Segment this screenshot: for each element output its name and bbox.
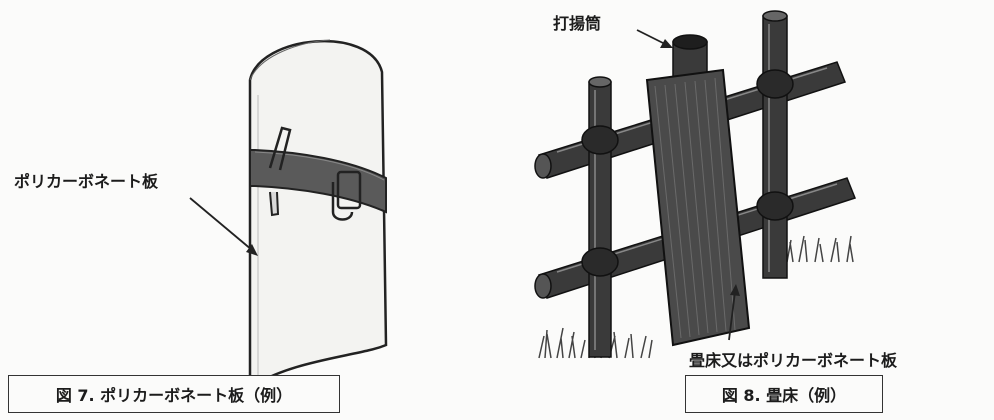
callout-arrow [189, 197, 258, 256]
left-clip [268, 126, 292, 217]
right-vertical-post [762, 10, 788, 279]
left-vertical-post [588, 76, 612, 358]
mounting-band [249, 149, 387, 214]
mat-arrow [728, 284, 740, 341]
polycarbonate-sheet [248, 39, 388, 391]
figure-8-panel: 打揚筒 畳床又はポリカーボネート板 図 8. 畳床（例） [497, 0, 994, 420]
polycarbonate-sheet-label: ポリカーボネート板 [14, 172, 159, 191]
figure-7-panel: ポリカーボネート板 図 7. ポリカーボネート板（例） [8, 39, 388, 413]
mat-panel [645, 68, 751, 347]
figure-8-illustration [534, 10, 856, 359]
grass-right [786, 235, 854, 263]
figure-7-caption: 図 7. ポリカーボネート板（例） [8, 375, 340, 413]
figure-7-illustration [189, 39, 388, 391]
right-buckle [331, 170, 362, 221]
launch-tube-arrow [636, 29, 673, 48]
pipe-clamps [581, 69, 794, 277]
launch-tube-label: 打揚筒 [553, 14, 602, 33]
mat-label: 畳床又はポリカーボネート板 [689, 351, 898, 370]
figure-8-caption: 図 8. 畳床（例） [685, 375, 883, 413]
